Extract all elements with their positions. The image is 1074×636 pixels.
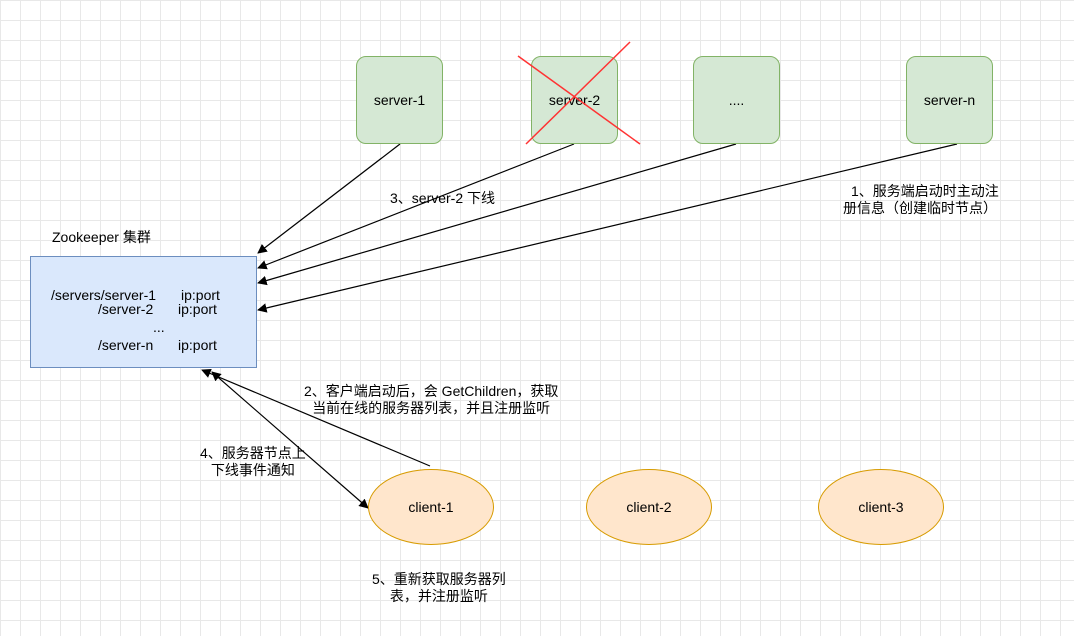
zookeeper-cluster-box[interactable]: /servers/server-1 ip:port /server-2 ip:p… <box>30 256 257 368</box>
annotation-line: 表，并注册监听 <box>389 588 488 604</box>
arrow-server-1-to-cluster <box>257 143 401 254</box>
cluster-entry-path: /server-2 <box>98 301 154 317</box>
annotation-line: 3、server-2 下线 <box>390 190 496 206</box>
server-label: .... <box>728 92 745 108</box>
arrow-cluster-client-1-notify <box>211 371 369 509</box>
server-node-1[interactable]: server-1 <box>356 56 443 144</box>
client-node-2[interactable]: client-2 <box>586 469 712 545</box>
cluster-entry-addr: ip:port <box>181 287 220 303</box>
cross-line-a <box>517 55 641 145</box>
annotation-line: 当前在线的服务器列表，并且注册监听 <box>312 400 551 416</box>
annotation-line: 4、服务器节点上 <box>200 445 306 461</box>
server-node-dots[interactable]: .... <box>693 56 780 144</box>
annotation-line: 2、客户端启动后，会 GetChildren，获取 <box>304 383 559 399</box>
arrow-server-n-to-cluster <box>257 143 958 313</box>
annotation-step-3: 3、server-2 下线 <box>390 190 495 207</box>
cross-line-b <box>525 41 631 145</box>
cluster-entry-path: /servers/server-1 <box>51 287 157 303</box>
client-label: client-2 <box>626 499 672 515</box>
annotation-step-4: 4、服务器节点上 下线事件通知 <box>200 445 306 479</box>
annotation-step-5: 5、重新获取服务器列 表，并注册监听 <box>372 571 506 605</box>
server-label: server-1 <box>373 92 426 108</box>
cluster-entry-addr: ip:port <box>178 337 217 353</box>
annotation-step-1: 1、服务端启动时主动注 册信息（创建临时节点） <box>843 183 999 217</box>
client-node-3[interactable]: client-3 <box>818 469 944 545</box>
annotation-line: 下线事件通知 <box>210 462 295 478</box>
cluster-entry-addr: ip:port <box>178 301 217 317</box>
server-label: server-2 <box>548 92 601 108</box>
server-node-2[interactable]: server-2 <box>531 56 618 144</box>
client-label: client-1 <box>408 499 454 515</box>
cluster-entry-path: ... <box>153 319 165 335</box>
arrow-server-2-to-cluster <box>257 143 575 270</box>
client-label: client-3 <box>858 499 904 515</box>
annotation-line: 册信息（创建临时节点） <box>843 200 997 216</box>
annotation-line: 1、服务端启动时主动注 <box>851 183 999 199</box>
cluster-entry-path: /server-n <box>98 337 154 353</box>
arrow-server-dots-to-cluster <box>257 143 737 286</box>
cluster-title: Zookeeper 集群 <box>52 229 151 245</box>
annotation-line: 5、重新获取服务器列 <box>372 571 506 587</box>
client-node-1[interactable]: client-1 <box>368 469 494 545</box>
server-label: server-n <box>923 92 976 108</box>
annotation-step-2: 2、客户端启动后，会 GetChildren，获取 当前在线的服务器列表，并且注… <box>304 383 558 417</box>
server-node-n[interactable]: server-n <box>906 56 993 144</box>
